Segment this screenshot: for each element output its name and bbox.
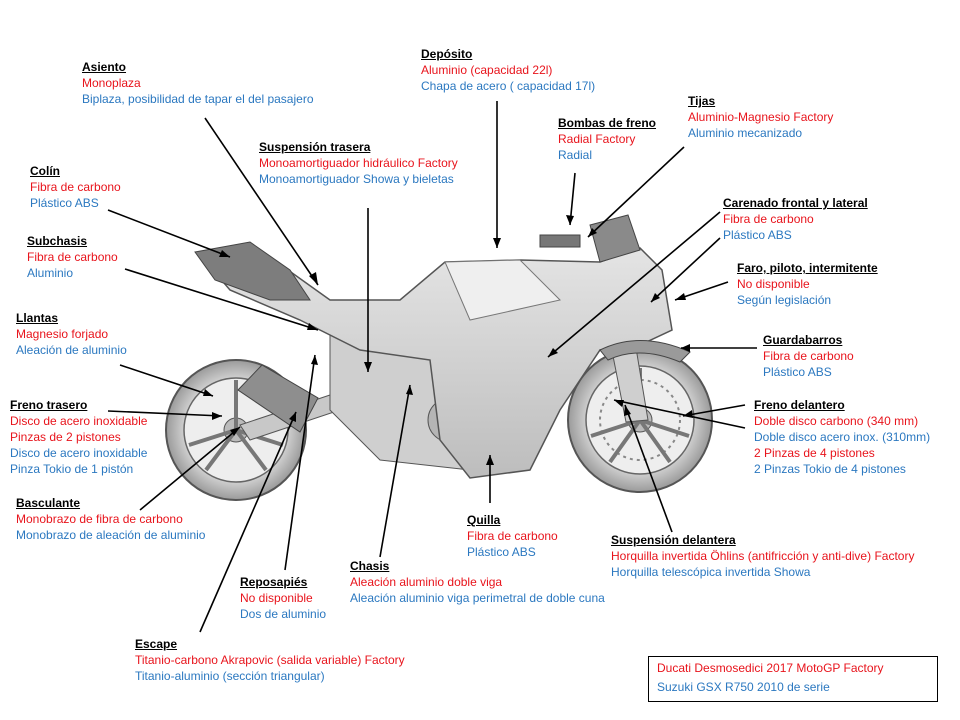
label-serie: Titanio-aluminio (sección triangular) (135, 669, 325, 683)
label-suspension-delantera: Suspensión delantera Horquilla invertida… (611, 532, 914, 580)
label-factory: No disponible (240, 591, 313, 605)
label-title: Freno delantero (754, 398, 845, 412)
label-title: Quilla (467, 513, 501, 527)
legend-serie: Suzuki GSX R750 2010 de serie (657, 680, 830, 694)
label-title: Reposapiés (240, 575, 308, 589)
label-llantas: Llantas Magnesio forjado Aleación de alu… (16, 310, 127, 358)
label-factory: Aleación aluminio doble viga (350, 575, 503, 589)
label-reposapies: Reposapiés No disponible Dos de aluminio (240, 574, 326, 622)
label-serie: Aleación de aluminio (16, 343, 127, 357)
label-serie: Chapa de acero ( capacidad 17l) (421, 79, 596, 93)
label-title: Depósito (421, 47, 473, 61)
label-factory: Radial Factory (558, 132, 636, 146)
label-deposito: Depósito Aluminio (capacidad 22l) Chapa … (421, 46, 595, 94)
label-title: Asiento (82, 60, 127, 74)
label-serie-2: 2 Pinzas Tokio de 4 pistones (754, 462, 906, 476)
label-title: Basculante (16, 496, 81, 510)
label-factory: Aluminio-Magnesio Factory (688, 110, 834, 124)
label-subchasis: Subchasis Fibra de carbono Aluminio (27, 233, 118, 281)
label-factory: Fibra de carbono (723, 212, 814, 226)
label-serie: Aleación aluminio viga perimetral de dob… (350, 591, 605, 605)
label-title: Guardabarros (763, 333, 843, 347)
label-title: Bombas de freno (558, 116, 657, 130)
label-factory-1: Disco de acero inoxidable (10, 414, 148, 428)
label-serie: Monoamortiguador Showa y bieletas (259, 172, 454, 186)
label-serie: Monobrazo de aleación de aluminio (16, 528, 206, 542)
label-serie: Biplaza, posibilidad de tapar el del pas… (82, 92, 314, 106)
label-serie: Radial (558, 148, 593, 162)
label-quilla: Quilla Fibra de carbono Plástico ABS (467, 512, 558, 560)
label-asiento: Asiento Monoplaza Biplaza, posibilidad d… (82, 59, 314, 107)
label-basculante: Basculante Monobrazo de fibra de carbono… (16, 495, 205, 543)
label-freno-delantero: Freno delantero Doble disco carbono (340… (754, 397, 930, 477)
label-serie: Plástico ABS (30, 196, 99, 210)
label-serie: Dos de aluminio (240, 607, 327, 621)
label-factory: Monobrazo de fibra de carbono (16, 512, 183, 526)
label-factory: Fibra de carbono (30, 180, 121, 194)
label-faro: Faro, piloto, intermitente No disponible… (737, 260, 878, 308)
label-freno-trasero: Freno trasero Disco de acero inoxidable … (10, 397, 147, 477)
label-factory: Fibra de carbono (467, 529, 558, 543)
label-factory: Monoplaza (82, 76, 141, 90)
label-chasis: Chasis Aleación aluminio doble viga Alea… (350, 558, 605, 606)
label-factory: No disponible (737, 277, 810, 291)
label-carenado: Carenado frontal y lateral Fibra de carb… (723, 195, 868, 243)
label-suspension-trasera: Suspensión trasera Monoamortiguador hidr… (259, 139, 458, 187)
label-serie: Plástico ABS (723, 228, 792, 242)
label-factory: Fibra de carbono (27, 250, 118, 264)
label-title: Chasis (350, 559, 390, 573)
label-title: Suspensión delantera (611, 533, 736, 547)
label-tijas: Tijas Aluminio-Magnesio Factory Aluminio… (688, 93, 833, 141)
label-title: Llantas (16, 311, 59, 325)
arrow-heads (203, 215, 693, 465)
label-title: Subchasis (27, 234, 88, 248)
label-bombas: Bombas de freno Radial Factory Radial (558, 115, 656, 163)
label-title: Colín (30, 164, 60, 178)
label-factory: Titanio-carbono Akrapovic (salida variab… (135, 653, 405, 667)
label-serie-2: Pinza Tokio de 1 pistón (10, 462, 134, 476)
label-factory: Fibra de carbono (763, 349, 854, 363)
label-title: Tijas (688, 94, 716, 108)
legend-box: Ducati Desmosedici 2017 MotoGP Factory S… (648, 656, 938, 702)
label-title: Carenado frontal y lateral (723, 196, 868, 210)
label-serie: Horquilla telescópica invertida Showa (611, 565, 811, 579)
label-title: Suspensión trasera (259, 140, 371, 154)
leader-lines (107, 101, 757, 633)
label-factory: Aluminio (capacidad 22l) (421, 63, 553, 77)
label-serie: Plástico ABS (467, 545, 536, 559)
label-factory: Magnesio forjado (16, 327, 109, 341)
label-title: Freno trasero (10, 398, 88, 412)
label-serie: Aluminio mecanizado (688, 126, 803, 140)
label-serie: Según legislación (737, 293, 832, 307)
legend-factory: Ducati Desmosedici 2017 MotoGP Factory (657, 661, 884, 675)
label-serie-1: Disco de acero inoxidable (10, 446, 148, 460)
label-factory-2: 2 Pinzas de 4 pistones (754, 446, 875, 460)
label-serie: Plástico ABS (763, 365, 832, 379)
label-title: Escape (135, 637, 178, 651)
label-factory-1: Doble disco carbono (340 mm) (754, 414, 919, 428)
label-title: Faro, piloto, intermitente (737, 261, 878, 275)
label-serie-1: Doble disco acero inox. (310mm) (754, 430, 931, 444)
label-guardabarros: Guardabarros Fibra de carbono Plástico A… (763, 332, 854, 380)
label-factory: Monoamortiguador hidráulico Factory (259, 156, 458, 170)
label-escape: Escape Titanio-carbono Akrapovic (salida… (135, 636, 405, 684)
label-factory-2: Pinzas de 2 pistones (10, 430, 121, 444)
label-factory: Horquilla invertida Öhlins (antifricción… (611, 549, 915, 563)
label-colin: Colín Fibra de carbono Plástico ABS (30, 163, 121, 211)
label-serie: Aluminio (27, 266, 74, 280)
